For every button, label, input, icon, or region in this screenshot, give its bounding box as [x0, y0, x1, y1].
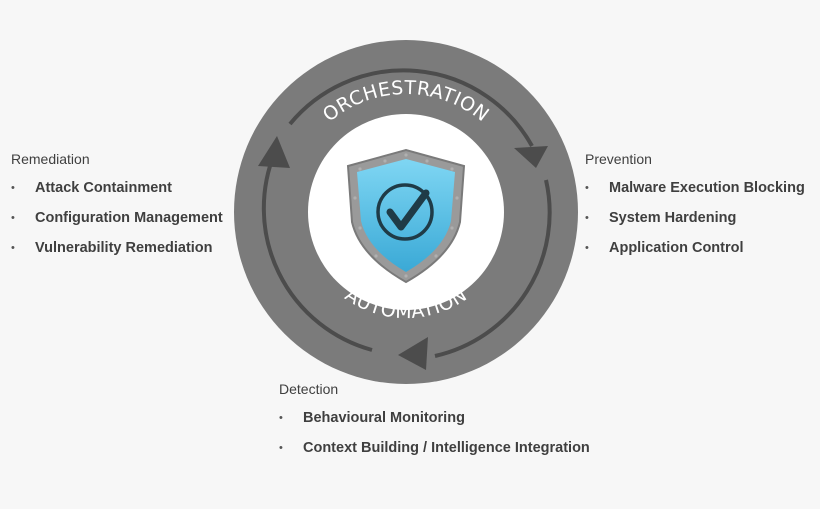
remediation-heading: Remediation: [11, 151, 90, 167]
prevention-item: Malware Execution Blocking: [585, 179, 805, 209]
remediation-list: Attack Containment Configuration Managem…: [11, 179, 223, 269]
arrowhead-right: [514, 146, 548, 168]
remediation-item: Attack Containment: [11, 179, 223, 209]
arrowhead-bottom: [398, 337, 428, 370]
arrow-heads: [258, 136, 548, 370]
remediation-item: Configuration Management: [11, 209, 223, 239]
detection-item: Context Building / Intelligence Integrat…: [279, 439, 590, 469]
shield-check-icon: [346, 148, 466, 284]
prevention-item: System Hardening: [585, 209, 805, 239]
arrowhead-left: [258, 136, 290, 168]
detection-heading: Detection: [279, 381, 339, 397]
detection-list: Behavioural Monitoring Context Building …: [279, 409, 590, 469]
arrow-top-arc: [288, 68, 534, 147]
prevention-list: Malware Execution Blocking System Harden…: [585, 179, 805, 269]
prevention-heading: Prevention: [585, 151, 652, 167]
detection-section: Detection Behavioural Monitoring Context…: [279, 381, 590, 469]
cycle-arrows: [261, 68, 552, 358]
prevention-section: Prevention Malware Execution Blocking Sy…: [585, 151, 805, 269]
arrow-bottom-arc: [261, 151, 373, 352]
arrow-right-arc: [434, 179, 552, 358]
detection-item: Behavioural Monitoring: [279, 409, 590, 439]
remediation-item: Vulnerability Remediation: [11, 239, 223, 269]
prevention-item: Application Control: [585, 239, 805, 269]
remediation-section: Remediation Attack Containment Configura…: [11, 151, 223, 269]
